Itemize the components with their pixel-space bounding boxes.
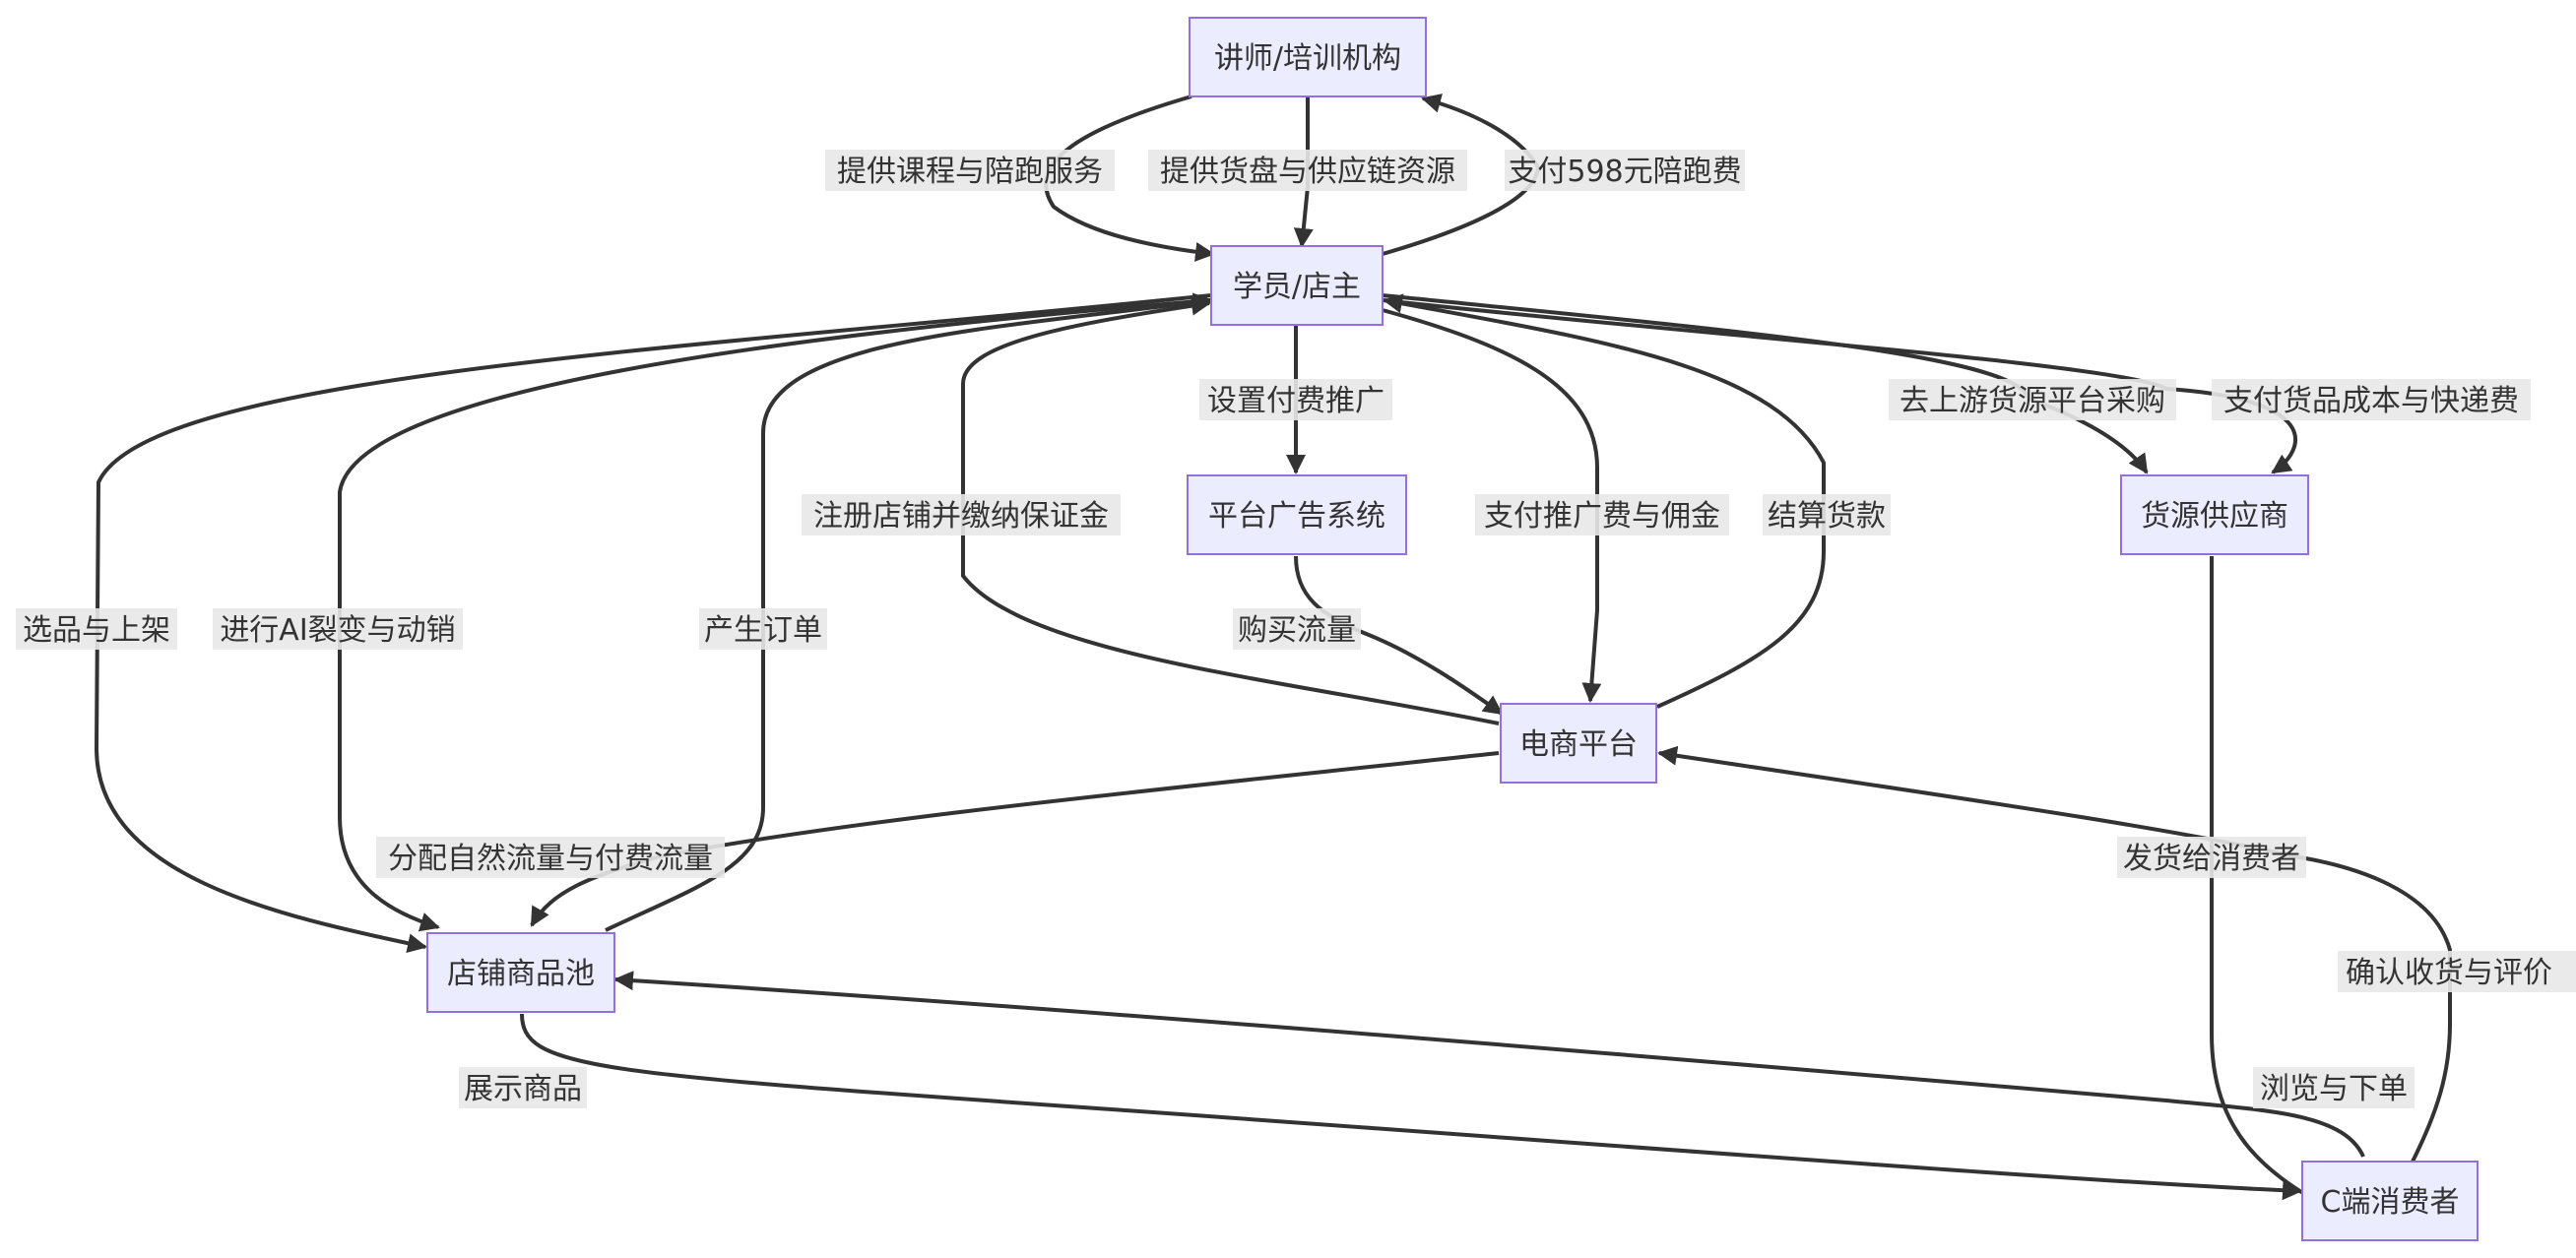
edge-label-settle-payment: 结算货款 — [1763, 494, 1891, 535]
edge-label-register-shop: 注册店铺并缴纳保证金 — [802, 494, 1121, 535]
edge-purchase-upstream — [1382, 293, 2149, 474]
node-ad-system[interactable]: 平台广告系统 — [1187, 474, 1407, 555]
edge-pay-goods-cost — [1382, 298, 2297, 474]
node-label: 学员/店主 — [1233, 270, 1361, 304]
node-consumer[interactable]: C端消费者 — [2301, 1161, 2479, 1241]
label-text: 支付货品成本与快递费 — [2223, 384, 2519, 418]
label-text: 提供货盘与供应链资源 — [1160, 155, 1455, 189]
edge-label-distribute-traffic: 分配自然流量与付费流量 — [376, 837, 725, 878]
edge-select-listing — [94, 293, 1212, 954]
edge-label-browse-order: 浏览与下单 — [2253, 1067, 2415, 1108]
edge-distribute-traffic — [530, 751, 1500, 927]
label-text: 产生订单 — [704, 613, 822, 648]
label-text: 进行AI裂变与动销 — [220, 613, 455, 648]
edge-label-show-products: 展示商品 — [459, 1067, 587, 1108]
edge-label-select-listing: 选品与上架 — [16, 608, 177, 650]
label-text: 注册店铺并缴纳保证金 — [813, 499, 1109, 534]
node-label: 讲师/培训机构 — [1214, 41, 1401, 76]
label-text: 结算货款 — [1768, 499, 1886, 534]
edge-label-purchase-upstream: 去上游货源平台采购 — [1889, 379, 2176, 420]
edge-register-shop — [961, 295, 1500, 725]
node-label: C端消费者 — [2321, 1185, 2460, 1220]
edge-label-pay-commission: 支付推广费与佣金 — [1475, 494, 1729, 535]
label-text: 设置付费推广 — [1207, 384, 1385, 418]
node-supplier[interactable]: 货源供应商 — [2120, 474, 2309, 555]
label-text: 支付598元陪跑费 — [1508, 155, 1741, 189]
label-text: 购买流量 — [1238, 613, 1356, 648]
edge-label-buy-traffic: 购买流量 — [1233, 608, 1361, 650]
edge-label-ai-fission: 进行AI裂变与动销 — [213, 608, 463, 650]
edge-label-pay-598: 支付598元陪跑费 — [1505, 150, 1745, 191]
edge-browse-order — [613, 971, 2365, 1158]
node-product-pool[interactable]: 店铺商品池 — [426, 932, 615, 1013]
edge-show-products — [520, 1013, 2302, 1201]
label-text: 发货给消费者 — [2123, 842, 2300, 876]
label-text: 支付推广费与佣金 — [1484, 499, 1720, 534]
node-ecommerce-platform[interactable]: 电商平台 — [1500, 703, 1657, 784]
label-text: 去上游货源平台采购 — [1900, 384, 2165, 418]
label-text: 分配自然流量与付费流量 — [388, 842, 713, 876]
node-label: 店铺商品池 — [447, 957, 595, 991]
edge-settle-payment — [1383, 293, 1826, 709]
edge-generate-order — [605, 292, 1213, 932]
edge-buy-traffic — [1294, 555, 1504, 716]
edge-course-service — [1044, 94, 1215, 262]
edge-confirm-review — [1657, 745, 2452, 1163]
node-student[interactable]: 学员/店主 — [1210, 245, 1384, 326]
edge-label-generate-order: 产生订单 — [699, 608, 827, 650]
node-trainer[interactable]: 讲师/培训机构 — [1189, 17, 1427, 97]
edge-label-ship-consumer: 发货给消费者 — [2117, 837, 2306, 878]
label-text: 选品与上架 — [23, 613, 170, 648]
edge-labels: 提供课程与陪跑服务 提供货盘与供应链资源 支付598元陪跑费 选品与上架 进行A… — [16, 150, 2576, 1108]
label-text: 提供课程与陪跑服务 — [837, 155, 1103, 189]
edge-label-pay-goods-cost: 支付货品成本与快递费 — [2212, 379, 2531, 420]
node-label: 货源供应商 — [2141, 499, 2288, 534]
edges — [94, 94, 2452, 1208]
nodes: 讲师/培训机构 学员/店主 平台广告系统 货源供应商 电商平台 店铺商品池 C端… — [426, 17, 2479, 1241]
edge-label-set-promotion: 设置付费推广 — [1199, 379, 1392, 420]
node-label: 平台广告系统 — [1208, 499, 1385, 534]
edge-label-supply-resource: 提供货盘与供应链资源 — [1148, 150, 1467, 191]
node-label: 电商平台 — [1519, 727, 1638, 762]
label-text: 浏览与下单 — [2260, 1072, 2408, 1106]
edge-label-confirm-review: 确认收货与评价 — [2338, 951, 2576, 992]
edge-ai-fission — [338, 298, 1212, 932]
edge-label-course-service: 提供课程与陪跑服务 — [825, 150, 1115, 191]
edge-pay-commission — [1382, 308, 1602, 703]
label-text: 确认收货与评价 — [2346, 956, 2552, 990]
label-text: 展示商品 — [464, 1072, 582, 1106]
